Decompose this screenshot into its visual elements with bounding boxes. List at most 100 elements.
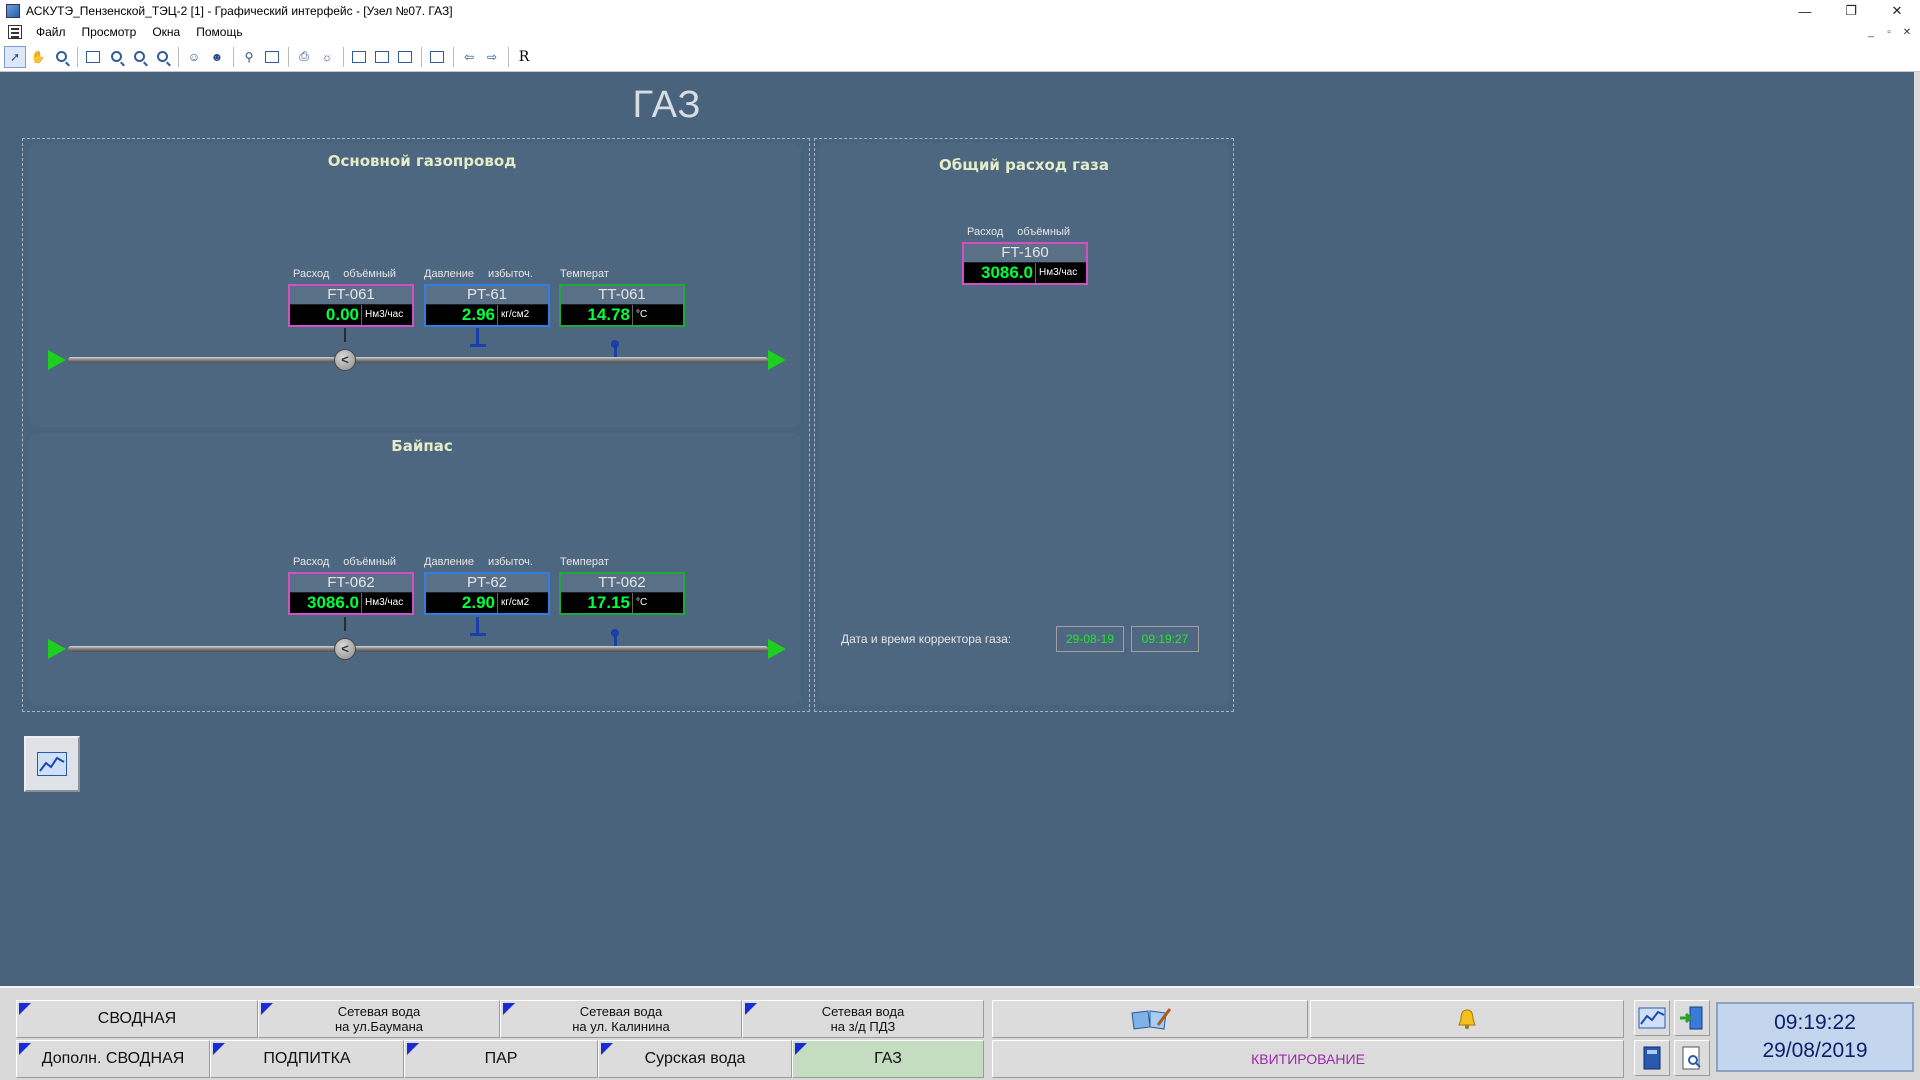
page-search-icon bbox=[1682, 1046, 1701, 1070]
temp-label-bypass: Температ bbox=[560, 556, 609, 568]
flow-meter-valve-icon[interactable]: < bbox=[334, 349, 356, 371]
tag-value: 0.00 bbox=[290, 305, 362, 325]
pressure-sensor-icon bbox=[470, 344, 486, 347]
mdi-minimize-button[interactable]: _ bbox=[1868, 26, 1874, 38]
zoom-out-icon bbox=[133, 51, 145, 62]
temp-sensor-stem bbox=[614, 344, 617, 358]
pressure-sensor-icon bbox=[470, 633, 486, 636]
pt-61-indicator[interactable]: PT-61 2.96 кг/см2 bbox=[424, 284, 550, 327]
table-button[interactable] bbox=[261, 46, 283, 68]
cursor-icon: ➚ bbox=[9, 49, 21, 64]
app-icon bbox=[6, 4, 20, 18]
tag-unit: Нм3/час bbox=[365, 597, 404, 608]
print-button[interactable]: ⎙ bbox=[293, 46, 315, 68]
mdi-close-button[interactable]: ✕ bbox=[1902, 26, 1912, 38]
zoom-tool-button[interactable] bbox=[50, 46, 72, 68]
journal-book-icon bbox=[1131, 1008, 1172, 1030]
document-icon[interactable] bbox=[8, 25, 22, 39]
flow-meter-stem bbox=[344, 328, 346, 342]
pt-62-indicator[interactable]: PT-62 2.90 кг/см2 bbox=[424, 572, 550, 615]
zoom-out-button[interactable] bbox=[128, 46, 150, 68]
exit-door-icon bbox=[1680, 1006, 1703, 1030]
restore-button[interactable]: ❐ bbox=[1845, 3, 1857, 18]
back-button[interactable]: ⇦ bbox=[458, 46, 480, 68]
printer-icon: ⎙ bbox=[299, 49, 309, 63]
hint-button[interactable]: ☼ bbox=[316, 46, 338, 68]
nav-extra-summary-button[interactable]: Дополн. СВОДНАЯ bbox=[16, 1040, 210, 1078]
pipelines-panel bbox=[22, 138, 810, 712]
nav-kalinina-button[interactable]: Сетевая вода на ул. Калинина bbox=[500, 1000, 742, 1038]
users-icon: ☺ bbox=[187, 49, 201, 64]
trends-button[interactable] bbox=[24, 736, 80, 792]
tile-horizontal-button[interactable] bbox=[371, 46, 393, 68]
cascade-button[interactable] bbox=[394, 46, 416, 68]
zoom-fit-icon bbox=[110, 51, 122, 62]
temp-sensor-icon bbox=[611, 629, 619, 637]
r-button[interactable]: R bbox=[513, 46, 535, 68]
event-journal-button[interactable] bbox=[992, 1000, 1308, 1038]
nav-makeup-button[interactable]: ПОДПИТКА bbox=[210, 1040, 404, 1078]
menu-view[interactable]: Просмотр bbox=[81, 25, 137, 39]
menu-windows[interactable]: Окна bbox=[152, 25, 181, 39]
arrow-left-icon: ⇦ bbox=[463, 49, 475, 64]
ft-160-indicator[interactable]: FT-160 3086.0 Нм3/час bbox=[962, 242, 1088, 285]
corrector-date: 29-08-19 bbox=[1056, 626, 1124, 652]
corrector-time: 09:19:27 bbox=[1131, 626, 1199, 652]
nav-sura-water-button[interactable]: Сурская вода bbox=[598, 1040, 792, 1078]
alarm-button[interactable] bbox=[1310, 1000, 1624, 1038]
mdi-controls: _ ▫ ✕ bbox=[1864, 25, 1914, 39]
nav-summary-button[interactable]: СВОДНАЯ bbox=[16, 1000, 258, 1038]
menu-help[interactable]: Помощь bbox=[196, 25, 243, 39]
acknowledge-button[interactable]: КВИТИРОВАНИЕ bbox=[992, 1040, 1624, 1078]
tag-unit: кг/см2 bbox=[501, 597, 530, 608]
ft-062-indicator[interactable]: FT-062 3086.0 Нм3/час bbox=[288, 572, 414, 615]
tt-062-indicator[interactable]: TT-062 17.15 °C bbox=[559, 572, 685, 615]
temp-label-main: Температ bbox=[560, 268, 609, 280]
clock-date: 29/08/2019 bbox=[1762, 1039, 1868, 1062]
close-button[interactable]: ✕ bbox=[1891, 3, 1903, 18]
find-button[interactable]: ⚲ bbox=[238, 46, 260, 68]
exit-button[interactable] bbox=[1674, 1000, 1710, 1036]
bypass-section bbox=[29, 433, 801, 705]
preview-button[interactable] bbox=[1674, 1040, 1710, 1076]
tag-name: FT-062 bbox=[290, 574, 412, 593]
chart-icon bbox=[1638, 1007, 1666, 1029]
user-settings-button[interactable]: ☻ bbox=[206, 46, 228, 68]
users-button[interactable]: ☺ bbox=[183, 46, 205, 68]
ft-061-indicator[interactable]: FT-061 0.00 Нм3/час bbox=[288, 284, 414, 327]
tile-vertical-button[interactable] bbox=[348, 46, 370, 68]
trends-nav-button[interactable] bbox=[1634, 1000, 1670, 1036]
tag-unit: °C bbox=[636, 597, 648, 608]
nav-pdz-button[interactable]: Сетевая вода на з/д ПДЗ bbox=[742, 1000, 984, 1038]
toolbar: ➚ ✋ ☺ ☻ ⚲ ⎙ ☼ ⇦ ⇨ R bbox=[0, 42, 1920, 72]
tag-name: PT-61 bbox=[426, 286, 548, 305]
navigation-bar: СВОДНАЯ Сетевая вода на ул.Баумана Сетев… bbox=[0, 986, 1920, 1080]
magnifier-icon bbox=[55, 51, 67, 62]
menu-file[interactable]: Файл bbox=[36, 25, 66, 39]
forward-button[interactable]: ⇨ bbox=[481, 46, 503, 68]
minimize-button[interactable]: — bbox=[1798, 3, 1812, 19]
page-title: ГАЗ bbox=[632, 84, 702, 126]
nav-baumana-button[interactable]: Сетевая вода на ул.Баумана bbox=[258, 1000, 500, 1038]
manual-button[interactable] bbox=[1634, 1040, 1670, 1076]
pan-tool-button[interactable]: ✋ bbox=[27, 46, 49, 68]
mdi-restore-button[interactable]: ▫ bbox=[1887, 26, 1891, 38]
hand-icon: ✋ bbox=[30, 49, 46, 64]
tag-value: 3086.0 bbox=[290, 593, 362, 613]
vertical-scrollbar[interactable] bbox=[1914, 72, 1920, 986]
flow-meter-valve-icon[interactable]: < bbox=[334, 638, 356, 660]
outlet-arrow-icon bbox=[768, 639, 786, 659]
switch-window-button[interactable] bbox=[426, 46, 448, 68]
nav-gas-button[interactable]: ГАЗ bbox=[792, 1040, 984, 1078]
nav-steam-button[interactable]: ПАР bbox=[404, 1040, 598, 1078]
zoom-1-1-button[interactable] bbox=[82, 46, 104, 68]
zoom-fit-button[interactable] bbox=[105, 46, 127, 68]
zoom-in-button[interactable] bbox=[151, 46, 173, 68]
pointer-tool-button[interactable]: ➚ bbox=[4, 45, 26, 68]
tt-061-indicator[interactable]: TT-061 14.78 °C bbox=[559, 284, 685, 327]
tag-value: 3086.0 bbox=[964, 263, 1036, 283]
